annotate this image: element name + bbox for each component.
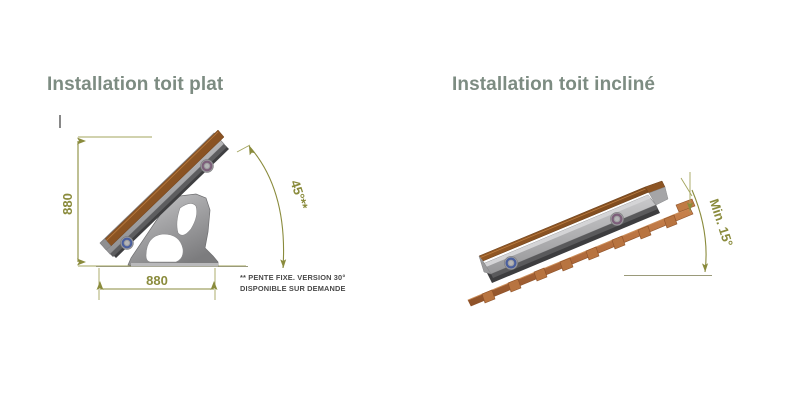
left-diagram-title: Installation toit plat (47, 74, 224, 95)
angle-arc (248, 145, 285, 269)
width-dimension-label: 880 (146, 273, 168, 288)
angle-label: 45°** (288, 178, 312, 212)
footnote-line-1: ** PENTE FIXE. VERSION 30° (240, 273, 345, 282)
angle-leader-line (236, 144, 251, 153)
roof-batten-icon (467, 198, 696, 307)
mounting-hole-icon (200, 159, 214, 173)
left-diagram-group: 880 880 45°** (59, 115, 346, 300)
apex-arrow (686, 202, 694, 211)
min-angle-arc (691, 189, 707, 273)
min-angle-label: Min. 15° (707, 197, 736, 248)
angle-arc-arrow-top (249, 146, 256, 156)
footnote-line-2: DISPONIBLE SUR DEMANDE (240, 284, 346, 293)
right-diagram-title: Installation toit incliné (452, 74, 656, 95)
angle-arc-arrow-bottom (280, 259, 287, 268)
height-dimension-label: 880 (60, 193, 75, 215)
mounting-hole-icon (504, 256, 518, 270)
right-diagram-group: Min. 15° (467, 172, 736, 307)
solar-panel-icon (99, 129, 229, 258)
mounting-hole-icon (120, 236, 134, 250)
solar-panel-icon (478, 180, 669, 283)
apex-leader-diagonal (680, 177, 693, 197)
min-angle-arc-arrow (702, 263, 709, 272)
mounting-hole-icon (610, 212, 624, 226)
